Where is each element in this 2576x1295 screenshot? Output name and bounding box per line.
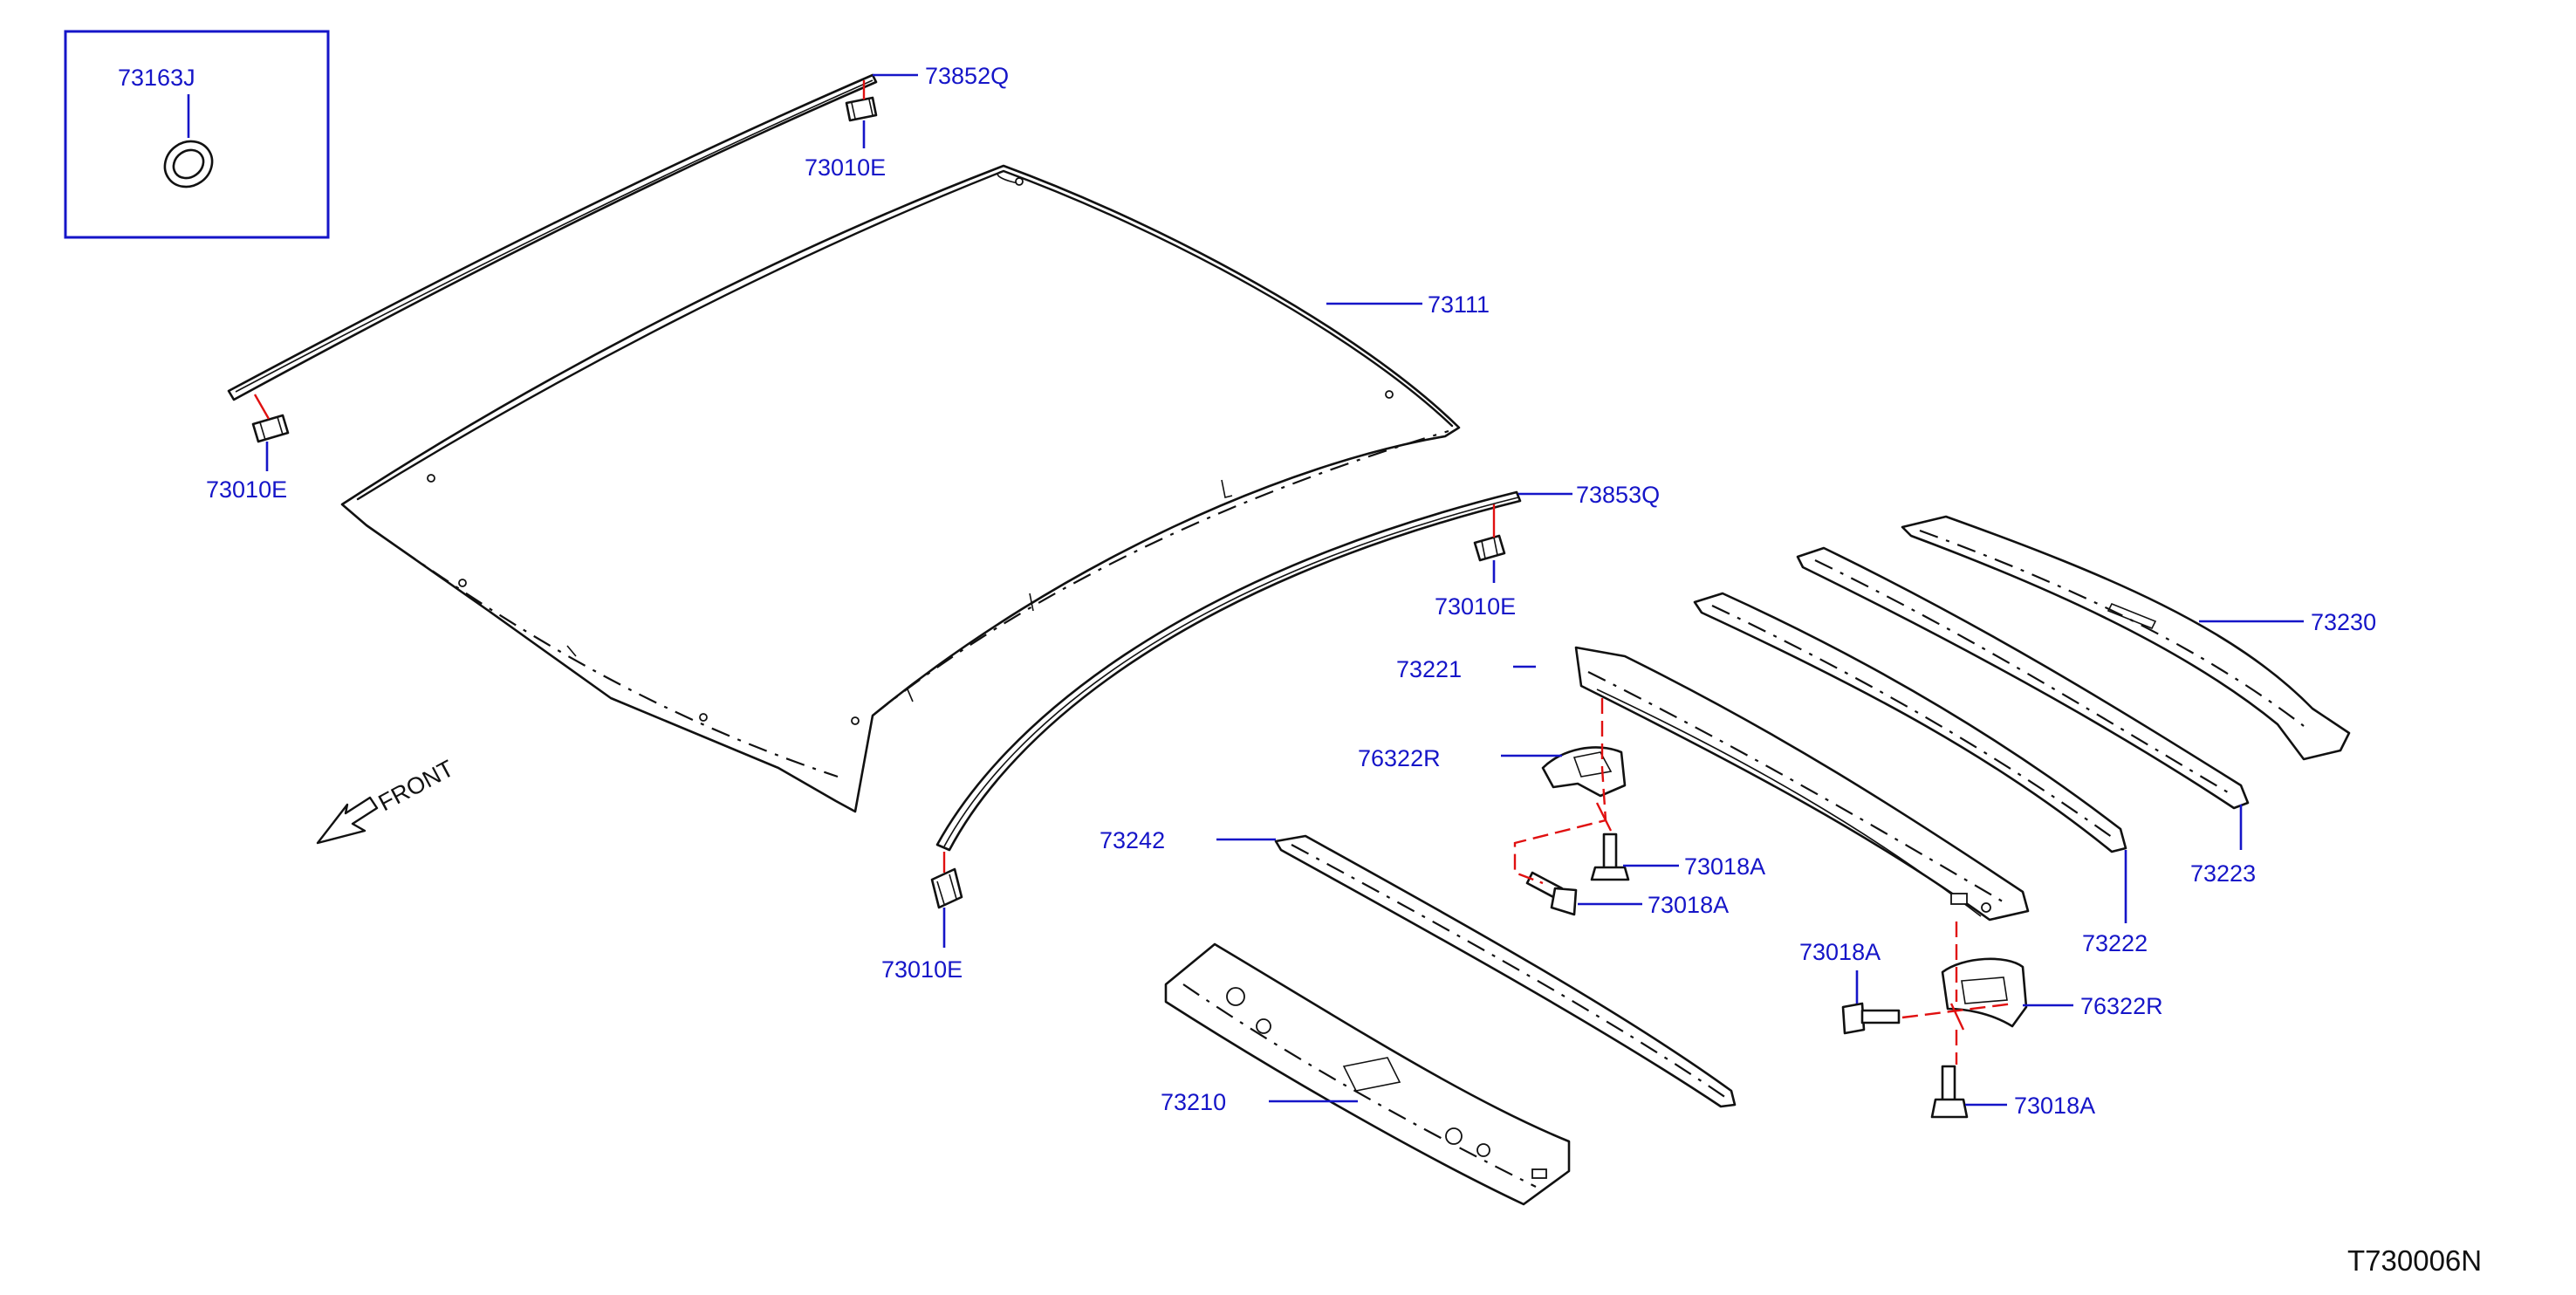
bracket-76322R-b[interactable] [1941,957,2028,1028]
label-73018A-d: 73018A [2014,1093,2095,1119]
grommet-73163J[interactable] [156,132,222,195]
roof-moulding-73853Q[interactable] [935,490,1522,852]
roof-panel-73111[interactable] [340,164,1461,813]
label-73018A-c: 73018A [1799,939,1881,965]
label-76322R-b: 76322R [2080,993,2163,1019]
label-73010E-c: 73010E [1435,593,1516,620]
roof-rail-73242[interactable] [1274,834,1737,1108]
front-header-73210[interactable] [1164,942,1571,1206]
clip-73010E-b[interactable] [251,414,290,443]
label-73210: 73210 [1161,1089,1226,1115]
bolt-73018A-b[interactable] [1525,871,1578,916]
clip-73010E-d[interactable] [930,867,963,909]
label-73221: 73221 [1396,656,1462,682]
drawing-code: T730006N [2347,1244,2482,1277]
label-73163J: 73163J [118,65,195,91]
bolt-73018A-c[interactable] [1841,1002,1901,1035]
roof-bow-73221[interactable] [1574,646,2030,922]
roof-bow-73222[interactable] [1693,592,2127,853]
clip-73010E-c[interactable] [1473,534,1506,562]
label-73010E-a: 73010E [805,154,886,181]
bracket-76322R-a[interactable] [1541,746,1627,798]
label-73223: 73223 [2190,860,2256,887]
inset-box [64,30,330,239]
roof-rail-73230[interactable] [1901,515,2351,761]
label-73853Q: 73853Q [1576,482,1660,508]
bolt-73018A-a[interactable] [1590,832,1630,881]
label-73230: 73230 [2311,609,2376,635]
label-73018A-b: 73018A [1648,892,1729,918]
front-arrow-icon [316,796,379,845]
label-73242: 73242 [1100,827,1165,853]
label-73222: 73222 [2082,930,2148,956]
clip-73010E-a[interactable] [845,96,878,122]
roof-moulding-73852Q[interactable] [227,73,878,401]
bolt-73018A-d[interactable] [1930,1065,1969,1119]
roof-bow-73223[interactable] [1796,546,2250,810]
label-73010E-b: 73010E [206,476,287,503]
front-label: FRONT [374,755,458,816]
label-73018A-a: 73018A [1684,853,1765,880]
label-76322R-a: 76322R [1358,745,1441,771]
label-73852Q: 73852Q [925,63,1009,89]
label-73010E-d: 73010E [881,956,963,983]
label-73111: 73111 [1428,291,1490,318]
